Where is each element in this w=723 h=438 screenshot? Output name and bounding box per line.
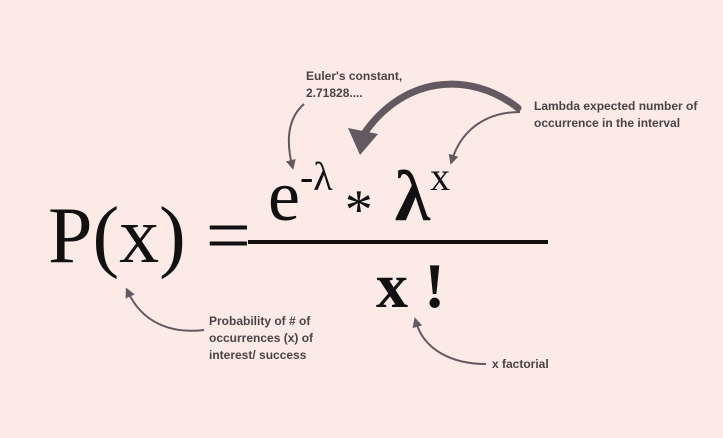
factorial-annotation: x factorial xyxy=(492,357,549,371)
lambda-to-exponent-arrow xyxy=(356,80,522,144)
lambda-arrow xyxy=(448,111,521,165)
euler-arrow xyxy=(285,103,305,170)
probability-annotation: Probability of # of occurrences (x) of i… xyxy=(209,314,314,362)
multiplication-sign: * xyxy=(344,179,373,241)
lambda-annotation: Lambda expected number of occurrence in … xyxy=(534,99,698,130)
lambda-symbol: λ xyxy=(394,156,431,236)
formula-denominator: x ! xyxy=(376,250,446,321)
fraction-bar xyxy=(248,240,548,244)
factorial-arrow xyxy=(412,317,487,365)
formula-lhs: P(x) = xyxy=(48,192,251,280)
lambda-power: x xyxy=(430,154,451,199)
formula-numerator: e-λ* λx xyxy=(268,157,450,239)
euler-base: e xyxy=(268,156,300,236)
probability-arrow xyxy=(125,287,205,332)
lambda-to-exponent-arrowhead xyxy=(348,128,378,155)
negative-lambda-exponent: -λ xyxy=(299,154,333,199)
euler-annotation: Euler's constant, 2.71828.... xyxy=(306,69,403,100)
